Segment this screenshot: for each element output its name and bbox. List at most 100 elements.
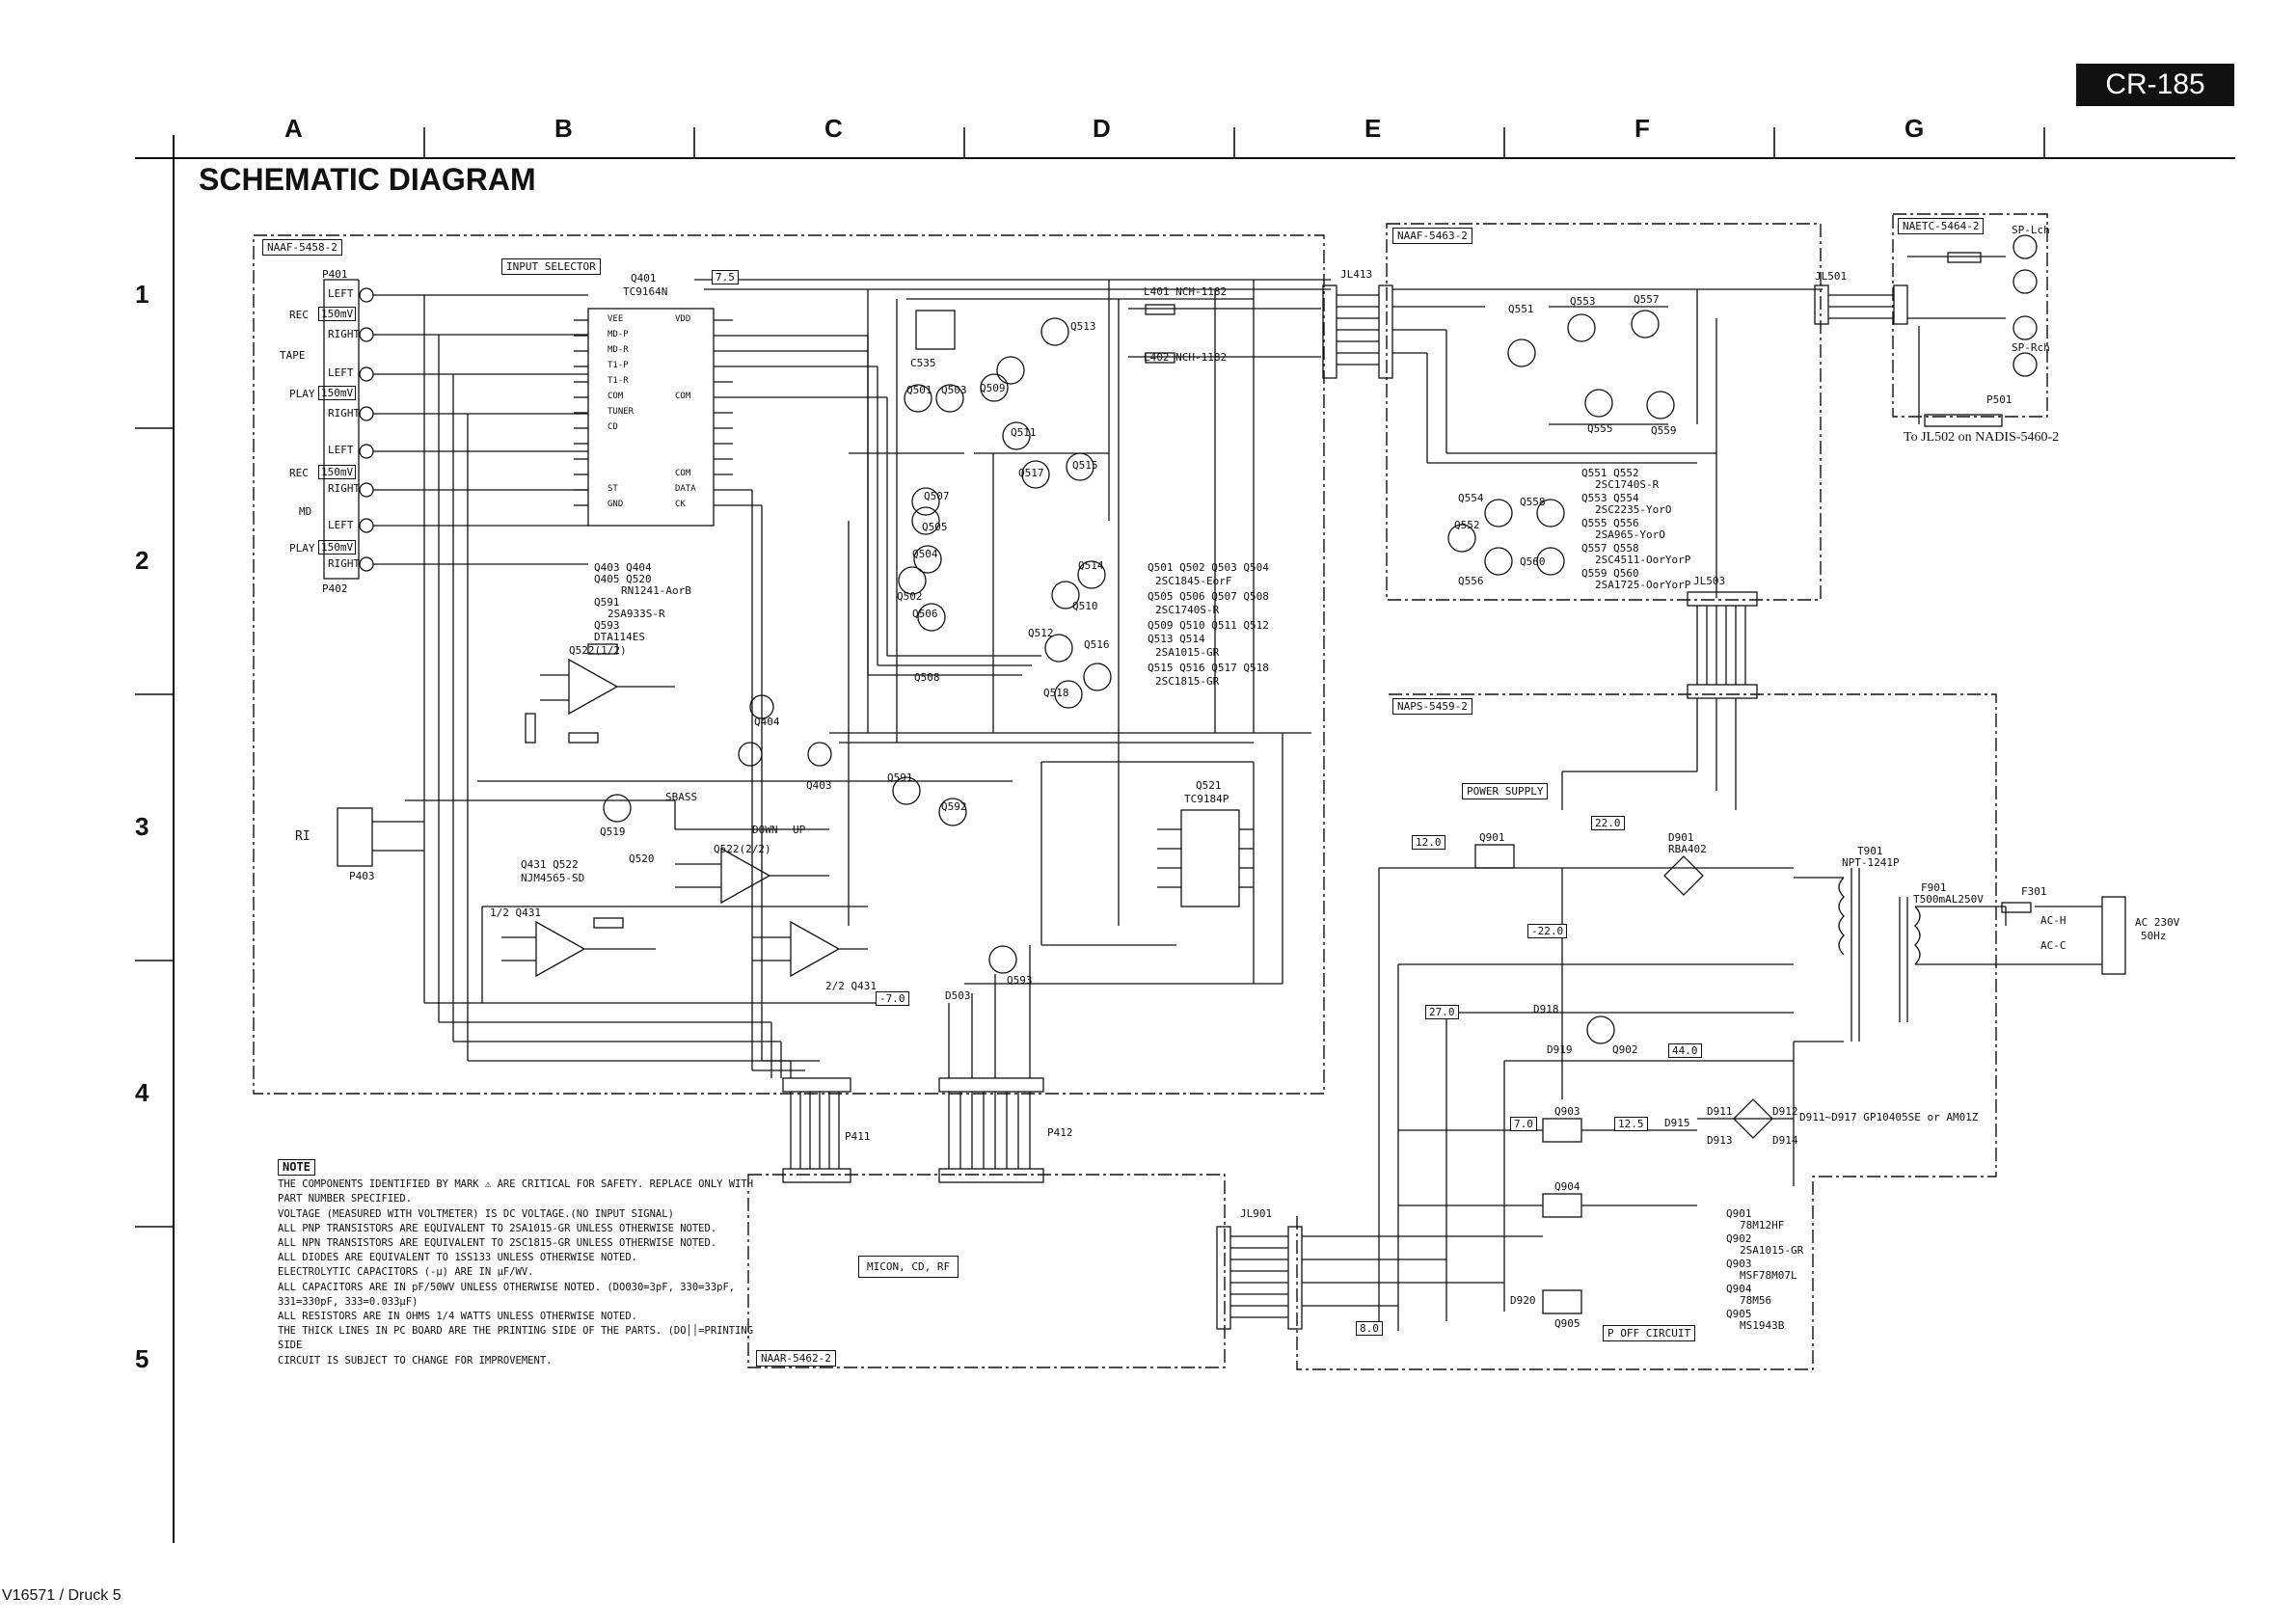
ac-frequency-label: 50Hz — [2141, 930, 2167, 942]
jack-label-rec-1: REC — [289, 309, 309, 321]
footer-code: V16571 / Druck 5 — [2, 1587, 122, 1604]
label-jl501: JL501 — [1815, 270, 1848, 283]
board-speaker-outline — [1892, 213, 2048, 418]
opamp-q431b — [752, 920, 868, 978]
ri-jack — [337, 807, 424, 867]
row-header-1: 1 — [135, 280, 149, 309]
row-header-5: 5 — [135, 1344, 149, 1373]
jack-level-2: 150mV — [318, 386, 357, 400]
column-header-c: C — [824, 114, 843, 143]
label-p401: P401 — [322, 268, 348, 281]
amp-wiring — [829, 280, 1321, 926]
ac-voltage-label: AC 230V — [2135, 916, 2180, 929]
jack-label-md: MD — [299, 505, 312, 518]
row-header-3: 3 — [135, 812, 149, 841]
ic-q431-group: Q431 Q522 — [521, 858, 579, 871]
note-item: ALL DIODES ARE EQUIVALENT TO 1SS133 UNLE… — [278, 1252, 637, 1264]
jack-label-ri: RI — [295, 829, 311, 844]
ic-q431b-ref: 2/2 Q431 — [825, 980, 877, 992]
notes-heading: NOTE — [278, 1159, 315, 1177]
ac-h-label: AC-H — [2040, 914, 2066, 927]
input-wiring — [373, 294, 588, 1061]
jack-level-1: 150mV — [318, 307, 357, 321]
label-jl901: JL901 — [1240, 1207, 1273, 1220]
page-title: SCHEMATIC DIAGRAM — [199, 162, 536, 197]
board-label-input: NAAF-5458-2 — [262, 239, 342, 256]
jack-label-play-1: PLAY — [289, 388, 315, 400]
ic-q431-model: NJM4565-SD — [521, 872, 585, 884]
jack-label-right-3: RIGHT — [328, 482, 361, 495]
label-jl413: JL413 — [1340, 268, 1373, 281]
jack-label-play-2: PLAY — [289, 542, 315, 555]
board-label-micon: NAAR-5462-2 — [756, 1350, 836, 1367]
opamp-q522b — [675, 847, 829, 905]
ic-q522b-ref: Q522(2/2) — [714, 843, 771, 855]
jack-label-right-2: RIGHT — [328, 407, 361, 420]
ic-q401-ref: Q401 — [631, 272, 657, 284]
p411-p412-connectors — [782, 945, 1044, 1183]
jl503-connector — [1561, 591, 1758, 810]
opamp-q522a — [525, 643, 675, 744]
jack-label-left-2: LEFT — [328, 366, 354, 379]
model-badge: CR-185 — [2076, 64, 2234, 106]
board-power-outline — [1296, 693, 1997, 1370]
row-header-2: 2 — [135, 546, 149, 575]
speaker-label-l: SP-Lch — [2012, 224, 2050, 236]
board-label-amp: NAAF-5463-2 — [1392, 228, 1472, 244]
note-item: ELECTROLYTIC CAPACITORS (-µ) ARE IN µF/W… — [278, 1266, 534, 1279]
jl901-connector — [1216, 1226, 1543, 1330]
power-transformer — [1794, 868, 2126, 1042]
notes-panel: NOTE THE COMPONENTS IDENTIFIED BY MARK ⚠… — [278, 1159, 779, 1368]
column-header-d: D — [1093, 114, 1111, 143]
ac-c-label: AC-C — [2040, 939, 2066, 952]
ic-q401 — [587, 308, 715, 527]
board-amp-outline — [1386, 223, 1822, 601]
ic-q431a-ref: 1/2 Q431 — [490, 907, 541, 919]
jack-label-left-4: LEFT — [328, 519, 354, 531]
ic-q521-ref: Q521 — [1196, 779, 1222, 792]
ic-q521-type: TC9184P — [1184, 793, 1229, 805]
block-power-supply: POWER SUPPLY — [1462, 783, 1549, 799]
transistors-input — [603, 694, 1017, 974]
note-item: ALL NPN TRANSISTORS ARE EQUIVALENT TO 2S… — [278, 1237, 717, 1250]
note-item: ALL RESISTORS ARE IN OHMS 1/4 WATTS UNLE… — [278, 1311, 637, 1323]
board-label-power: NAPS-5459-2 — [1392, 698, 1472, 715]
board-micon-outline — [747, 1174, 1226, 1368]
label-p412: P412 — [1047, 1126, 1073, 1139]
block-p-off: P OFF CIRCUIT — [1603, 1325, 1696, 1341]
jack-label-right-4: RIGHT — [328, 557, 361, 570]
note-item: VOLTAGE (MEASURED WITH VOLTMETER) IS DC … — [278, 1207, 674, 1220]
column-header-a: A — [284, 114, 303, 143]
board-label-speaker: NAETC-5464-2 — [1898, 218, 1985, 234]
transistors-output — [1447, 289, 1717, 598]
note-item: CIRCUIT IS SUBJECT TO CHANGE FOR IMPROVE… — [278, 1354, 553, 1367]
jack-label-left-3: LEFT — [328, 444, 354, 456]
note-item: ALL CAPACITORS ARE IN pF/50WV UNLESS OTH… — [278, 1281, 736, 1308]
block-micon: MICON, CD, RF — [858, 1256, 959, 1278]
speaker-note: To JL502 on NADIS-5460-2 — [1904, 430, 2060, 445]
selector-bus — [694, 279, 1331, 1071]
jack-label-tape: TAPE — [280, 349, 306, 362]
ic-q522a-ref: Q522(1/2) — [569, 644, 627, 657]
jl413-connector — [1322, 284, 1823, 464]
speaker-label-r: SP-Rch — [2012, 341, 2050, 354]
opamp-q431a — [501, 917, 656, 978]
note-item: ALL PNP TRANSISTORS ARE EQUIVALENT TO 2S… — [278, 1222, 717, 1234]
label-p403: P403 — [349, 870, 375, 882]
label-p402: P402 — [322, 582, 348, 595]
jack-label-rec-2: REC — [289, 467, 309, 479]
note-item: THE COMPONENTS IDENTIFIED BY MARK ⚠ ARE … — [278, 1178, 754, 1205]
label-jl503: JL503 — [1693, 575, 1726, 587]
note-item: THE THICK LINES IN PC BOARD ARE THE PRIN… — [278, 1325, 754, 1352]
jack-label-right-1: RIGHT — [328, 328, 361, 340]
input-jacks — [323, 279, 374, 580]
label-p411: P411 — [845, 1130, 871, 1143]
column-header-f: F — [1634, 114, 1650, 143]
column-header-b: B — [554, 114, 573, 143]
row-header-4: 4 — [135, 1078, 149, 1107]
transistors-amp — [898, 317, 1112, 709]
ic-q521 — [964, 733, 1283, 985]
board-input-outline — [253, 234, 1325, 1095]
column-header-g: G — [1904, 114, 1925, 143]
